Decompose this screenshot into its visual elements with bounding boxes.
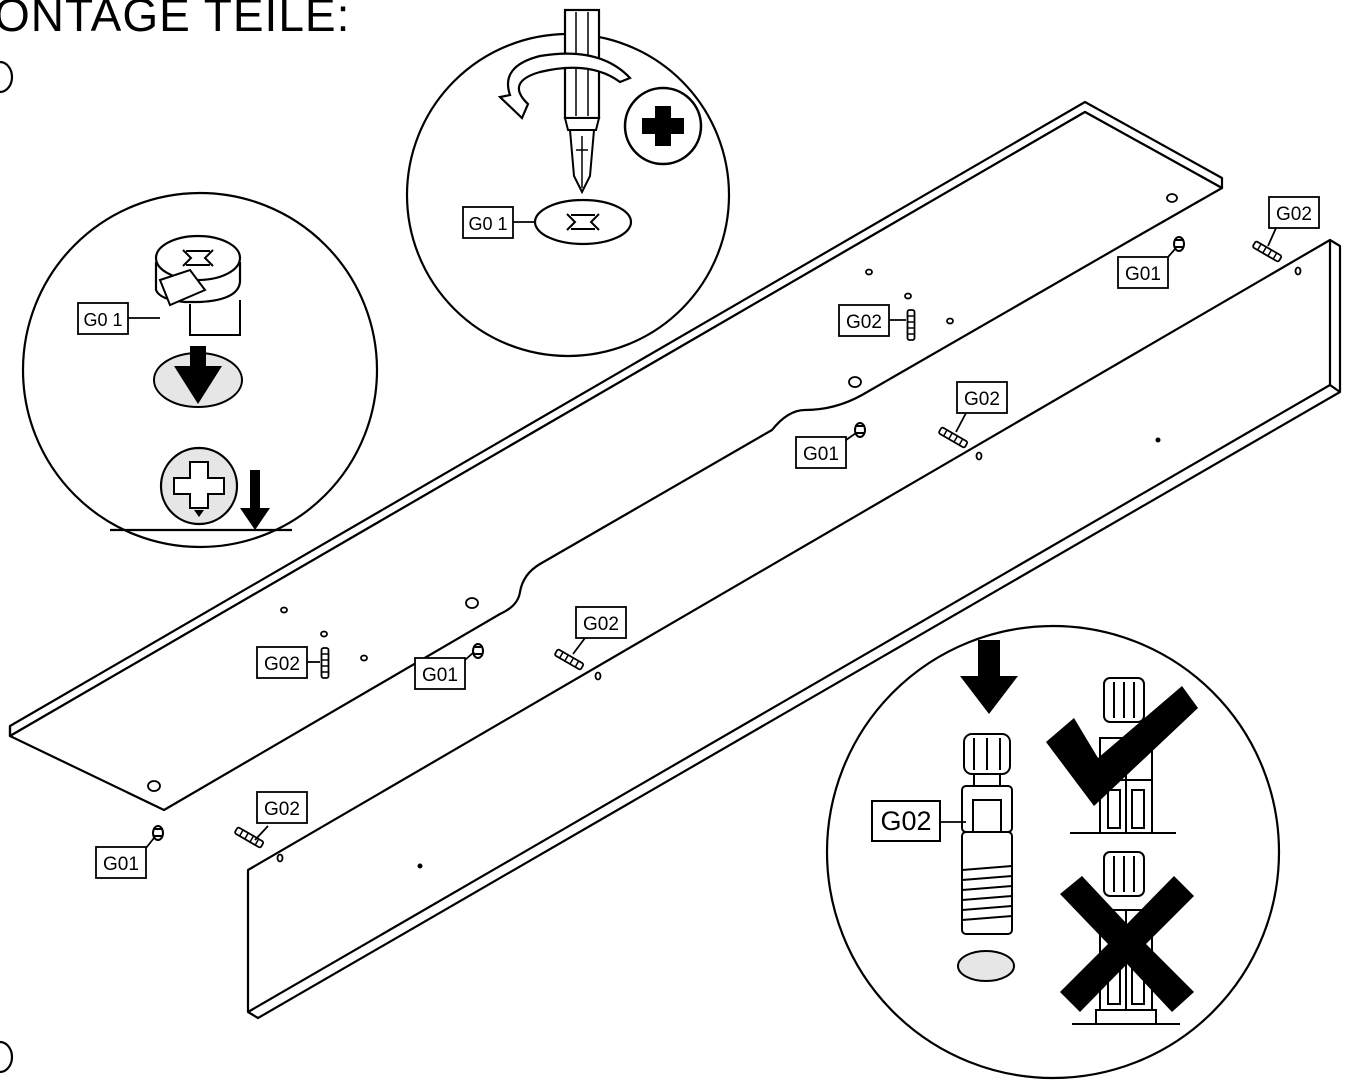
svg-text:G01: G01 <box>803 444 839 465</box>
label-g02: G02 <box>838 304 906 337</box>
label-g01-spaced: G0 1 <box>462 206 514 239</box>
svg-text:G0 1: G0 1 <box>83 310 122 330</box>
detail-circle-dowel: G02 <box>825 624 1281 1080</box>
svg-text:G02: G02 <box>880 806 931 836</box>
svg-text:G02: G02 <box>1276 204 1312 225</box>
down-arrow-icon <box>240 470 270 530</box>
top-board <box>8 100 1224 812</box>
front-board <box>246 238 1342 1020</box>
label-g02: G02 <box>955 381 1008 433</box>
label-g02: G02 <box>1267 196 1320 247</box>
svg-text:G0 1: G0 1 <box>468 214 507 234</box>
cam-lock-part <box>854 422 866 438</box>
svg-text:G01: G01 <box>103 854 139 875</box>
detail-circle-screwdriver: G0 1 <box>405 8 731 358</box>
label-g01: G01 <box>795 432 857 469</box>
page-title: ONTAGE TEILE: <box>0 0 351 41</box>
svg-text:G01: G01 <box>422 665 458 686</box>
detail-circle-cam-lock: G0 1 <box>21 191 379 549</box>
label-g01: G01 <box>414 651 475 690</box>
corner-mark-top <box>0 60 14 94</box>
cam-head-icon <box>159 446 239 526</box>
label-g01-spaced: G0 1 <box>77 302 129 335</box>
svg-text:G02: G02 <box>964 389 1000 410</box>
corner-mark-bottom <box>0 1040 14 1074</box>
board-holes <box>147 193 1302 869</box>
phillips-plus-icon <box>623 86 703 166</box>
label-g02: G02 <box>256 646 320 679</box>
svg-text:G02: G02 <box>264 654 300 675</box>
cam-lock-icon <box>154 234 242 336</box>
label-g01: G01 <box>95 837 155 879</box>
label-g02: G02 <box>572 606 627 655</box>
cam-lock-part <box>152 825 164 841</box>
cross-icon <box>1060 876 1194 1012</box>
svg-text:G02: G02 <box>846 312 882 333</box>
down-arrow-icon <box>960 640 1018 714</box>
rotate-arrow-icon <box>497 52 632 120</box>
label-g01: G01 <box>1117 247 1177 289</box>
label-g02-large: G02 <box>871 800 941 842</box>
down-arrow-icon <box>174 346 222 404</box>
svg-text:G02: G02 <box>264 799 300 820</box>
checkmark-icon <box>1046 686 1198 806</box>
svg-text:G01: G01 <box>1125 264 1161 285</box>
part-labels: G02 G01 G02 G02 G01 G02 <box>95 196 1320 879</box>
cam-lock-part <box>472 643 484 659</box>
dowel-part-icon <box>961 733 1013 935</box>
svg-text:G02: G02 <box>583 614 619 635</box>
label-g02: G02 <box>254 791 308 841</box>
